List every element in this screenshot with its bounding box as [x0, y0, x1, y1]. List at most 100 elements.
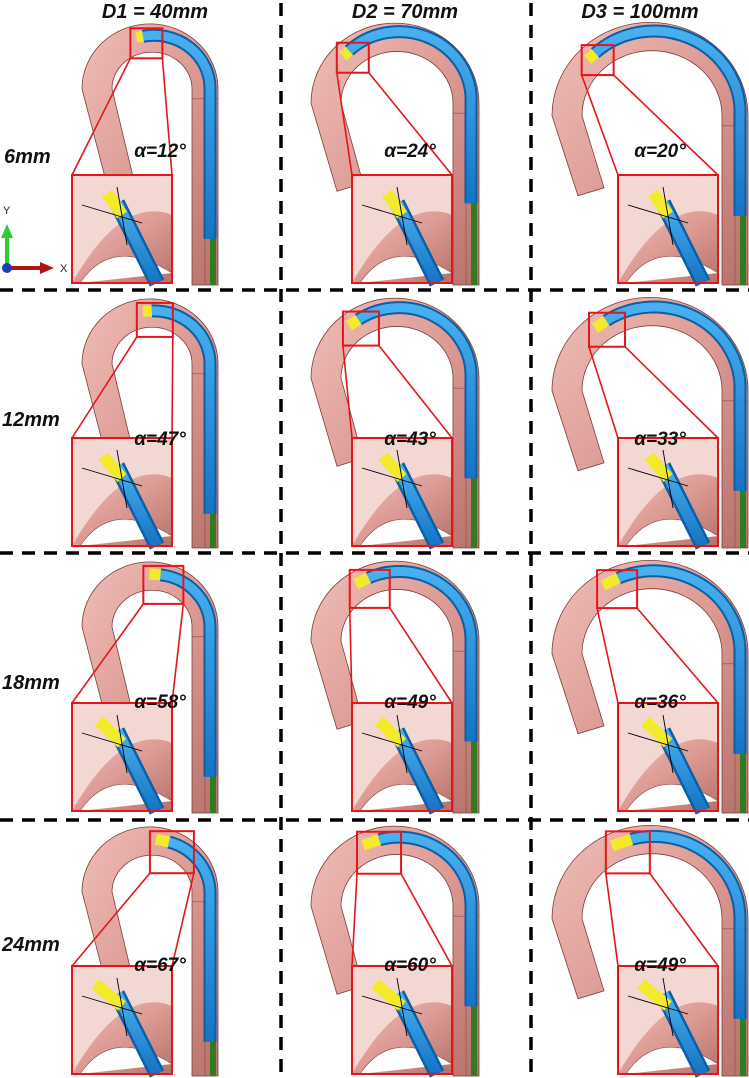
- panel-r2-c2: α=43°: [310, 297, 480, 550]
- angle-label: α=58°: [134, 692, 186, 713]
- contact-region: [610, 834, 633, 852]
- cable: [616, 566, 745, 754]
- row-label-18mm: 18mm: [2, 672, 60, 694]
- pipe: [551, 22, 749, 286]
- panel-r3-c3: α=36°: [551, 560, 749, 815]
- zoom-inset-box: [351, 702, 453, 812]
- pipe: [551, 297, 749, 549]
- zoom-inset-content: [352, 186, 453, 287]
- origin-icon: [2, 263, 12, 273]
- support-strip: [471, 671, 477, 813]
- zoom-source-box: [335, 41, 370, 74]
- angle-label: α=12°: [134, 141, 186, 162]
- panel-r1-c2: α=24°: [310, 22, 480, 287]
- zoom-source-box: [356, 830, 403, 875]
- cable: [159, 570, 215, 777]
- contact-region: [353, 572, 371, 590]
- pipe: [310, 297, 480, 549]
- zoom-inset-box: [617, 965, 719, 1075]
- panels: α=12° α=24° α=20° α=47° α=43° α=33° α=58° α=49°…: [71, 22, 749, 1078]
- cable: [378, 832, 476, 1007]
- zoom-inset-box: [351, 965, 453, 1075]
- zoom-inset-content: [72, 714, 173, 815]
- zoom-inset-box: [351, 174, 453, 284]
- pipe: [551, 825, 749, 1077]
- zoom-inset-box: [71, 702, 173, 812]
- zoom-inset-content: [72, 186, 173, 287]
- row-label-6mm: 6mm: [4, 146, 51, 168]
- cable: [142, 30, 215, 239]
- zoom-source-box: [596, 569, 639, 610]
- zoom-source-box: [135, 301, 174, 338]
- contact-region: [154, 833, 171, 848]
- cable: [603, 302, 745, 491]
- contact-region: [345, 315, 362, 331]
- zoom-inset-content: [618, 186, 719, 287]
- column-header-d3: D3 = 100mm: [581, 1, 698, 23]
- contact-region: [135, 30, 144, 43]
- contact-region: [148, 568, 161, 581]
- axis-x-label: X: [60, 263, 68, 275]
- contact-region: [591, 316, 610, 333]
- zoom-inset-box: [71, 965, 173, 1075]
- column-header-d2: D2 = 70mm: [352, 1, 458, 23]
- zoom-source-box: [129, 27, 164, 60]
- zoom-inset-content: [352, 977, 453, 1078]
- angle-label: α=24°: [384, 141, 436, 162]
- angle-label: α=47°: [134, 429, 186, 450]
- contact-region: [600, 573, 621, 591]
- zoom-source-box: [341, 310, 380, 347]
- panel-r2-c1: α=47°: [71, 298, 219, 550]
- cable: [346, 27, 476, 204]
- zoom-inset-content: [618, 977, 719, 1078]
- cable: [355, 303, 476, 479]
- zoom-inset-content: [618, 714, 719, 815]
- angle-label: α=36°: [634, 692, 686, 713]
- row-label-24mm: 24mm: [1, 934, 60, 956]
- panel-r4-c1: α=67°: [71, 826, 219, 1078]
- row-label-12mm: 12mm: [2, 409, 60, 431]
- coordinate-axes: Y X: [1, 205, 68, 275]
- cable: [167, 837, 215, 1042]
- zoom-inset-box: [71, 437, 173, 547]
- cable: [630, 831, 745, 1019]
- axis-y-label: Y: [3, 205, 11, 217]
- zoom-inset-box: [617, 437, 719, 547]
- zoom-source-box: [604, 830, 651, 875]
- zoom-source-box: [587, 311, 626, 348]
- contact-region: [361, 834, 382, 851]
- panel-r2-c3: α=33°: [551, 297, 749, 550]
- zoom-inset-content: [352, 449, 453, 550]
- zoom-source-box: [580, 44, 615, 77]
- angle-label: α=33°: [634, 429, 686, 450]
- zoom-inset-content: [618, 449, 719, 550]
- angle-label: α=20°: [634, 141, 686, 162]
- pipe: [81, 561, 219, 814]
- cable: [151, 306, 215, 514]
- grid-dividers: [0, 3, 749, 1076]
- zoom-inset-box: [71, 174, 173, 284]
- zoom-source-box: [142, 564, 185, 605]
- zoom-inset-box: [351, 437, 453, 547]
- zoom-inset-box: [617, 174, 719, 284]
- pipe: [310, 825, 480, 1077]
- zoom-source-box: [348, 568, 391, 609]
- zoom-inset-content: [352, 714, 453, 815]
- angle-label: α=43°: [384, 429, 436, 450]
- pipe: [310, 22, 480, 286]
- panel-r1-c3: α=20°: [551, 22, 749, 287]
- panel-r4-c2: α=60°: [310, 825, 480, 1078]
- pipe: [310, 560, 480, 814]
- zoom-inset-box: [617, 702, 719, 812]
- panel-r4-c3: α=49°: [551, 825, 749, 1078]
- pipe: [551, 560, 749, 814]
- zoom-inset-content: [72, 977, 173, 1078]
- panel-r1-c1: α=12°: [71, 23, 219, 287]
- angle-label: α=60°: [384, 955, 436, 976]
- angle-label: α=67°: [134, 955, 186, 976]
- contact-region: [584, 48, 599, 64]
- column-header-d1: D1 = 40mm: [102, 1, 208, 23]
- panel-r3-c2: α=49°: [310, 560, 480, 815]
- panel-r3-c1: α=58°: [71, 561, 219, 815]
